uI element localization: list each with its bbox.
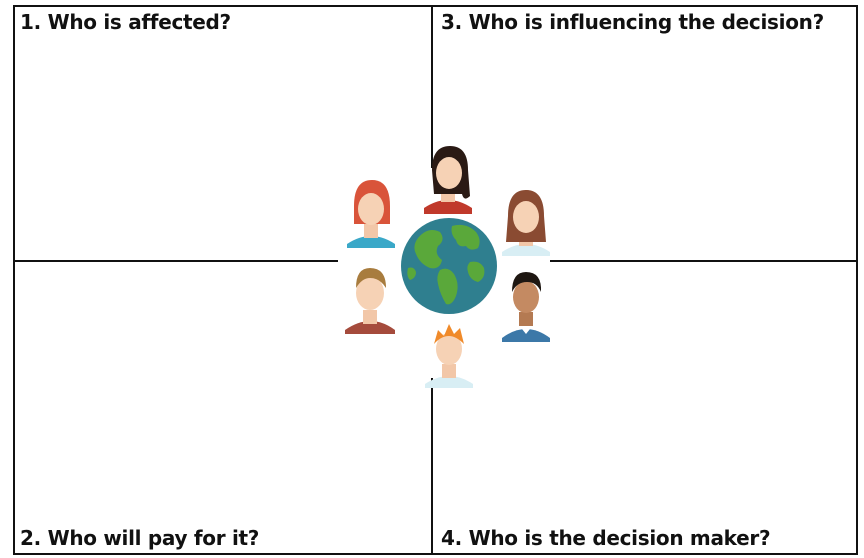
quadrant-1-title: 1. Who is affected?	[20, 10, 231, 34]
stakeholder-grid	[13, 5, 858, 555]
vertical-divider	[431, 5, 433, 555]
quadrant-2-title: 2. Who will pay for it?	[20, 526, 260, 550]
quadrant-3-title: 3. Who is influencing the decision?	[441, 10, 824, 34]
horizontal-divider	[13, 260, 858, 262]
quadrant-4-title: 4. Who is the decision maker?	[441, 526, 771, 550]
